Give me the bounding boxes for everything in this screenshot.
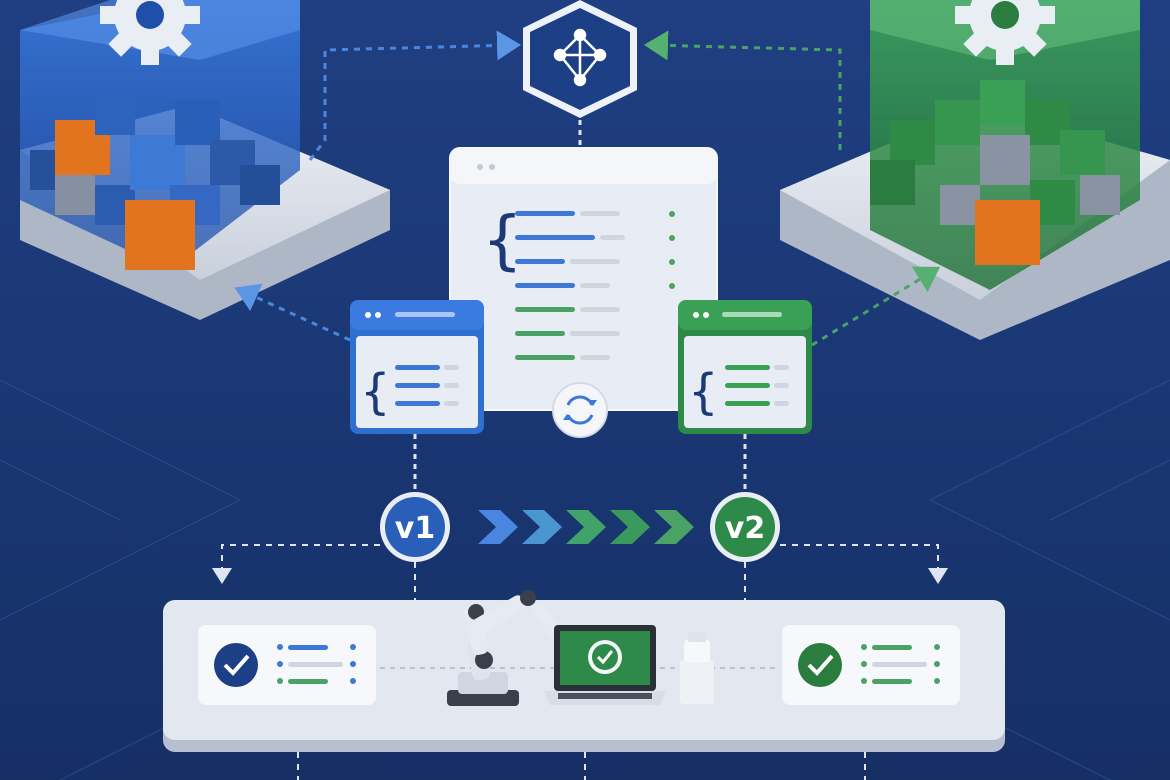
- blue-module-cluster: [20, 0, 390, 320]
- v2-schema-window: {: [678, 300, 812, 434]
- blue-to-hub-arrow: [308, 30, 521, 161]
- blue-cubes: [30, 95, 280, 270]
- v2-label: v2: [725, 511, 765, 546]
- validation-panel: [163, 590, 1005, 752]
- cluster-window-connectors: [234, 266, 941, 495]
- schema-field-lines: [515, 211, 675, 360]
- checkmark-icon: [214, 643, 258, 687]
- curly-brace-icon: {: [482, 204, 523, 278]
- orange-cube: [975, 200, 1040, 265]
- orange-cube: [125, 200, 195, 270]
- gear-icon: [100, 0, 200, 65]
- v1-label: v1: [395, 511, 435, 546]
- distribution-lines: [212, 544, 948, 600]
- sync-icon: [552, 382, 608, 438]
- central-schema-document: {: [449, 147, 718, 438]
- green-to-hub-arrow: [644, 30, 842, 150]
- gear-icon: [955, 0, 1055, 65]
- bottom-exit-lines: [297, 752, 866, 780]
- checkmark-icon: [588, 640, 622, 674]
- v1-badge: v1: [380, 492, 450, 562]
- green-module-cluster: [780, 0, 1170, 340]
- curly-brace-icon: {: [688, 364, 719, 420]
- server-stack-icon: [680, 632, 714, 704]
- v2-badge: v2: [710, 492, 780, 562]
- green-cubes: [870, 80, 1120, 265]
- checkmark-icon: [798, 643, 842, 687]
- network-hub-icon: [523, 0, 637, 118]
- v1-check-card: [198, 625, 376, 705]
- v2-check-card: [782, 625, 960, 705]
- curly-brace-icon: {: [360, 364, 391, 420]
- laptop-icon: [544, 625, 666, 705]
- migration-chevrons: [478, 510, 694, 544]
- v1-schema-window: {: [350, 300, 484, 434]
